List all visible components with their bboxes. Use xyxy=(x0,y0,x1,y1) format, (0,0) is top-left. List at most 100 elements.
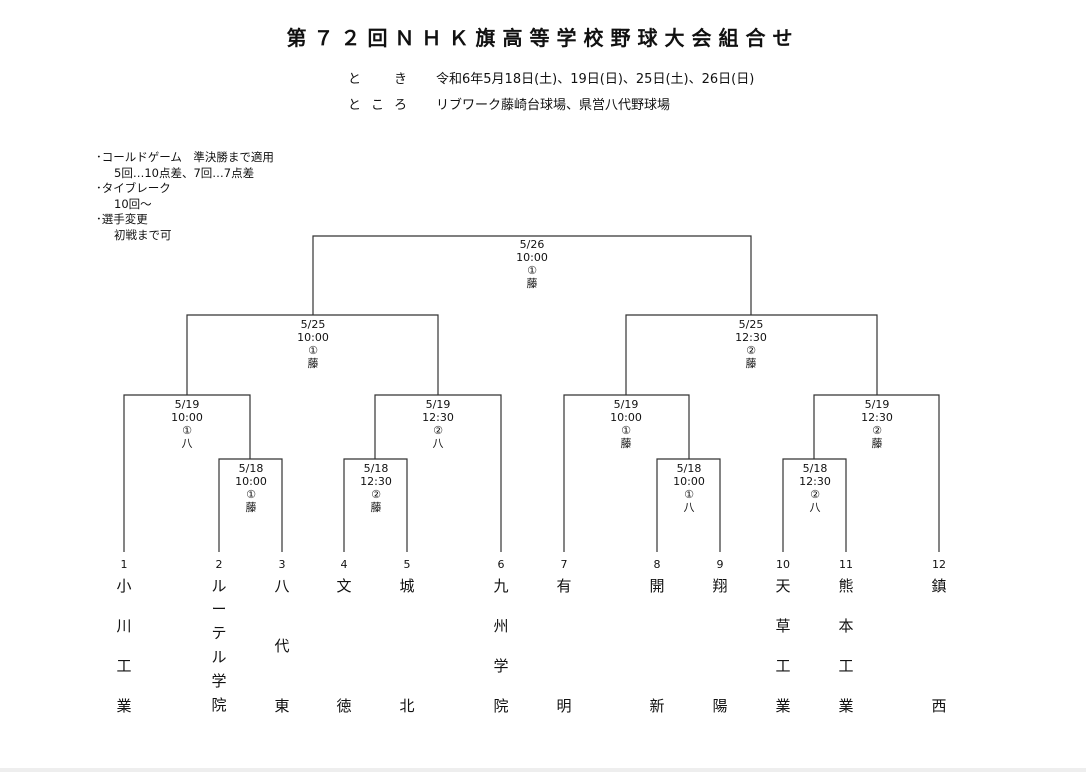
match-date: 5/18 xyxy=(676,462,702,475)
team-name-char: 東 xyxy=(274,697,290,715)
match-number: ① xyxy=(182,424,192,437)
team-name-char: 文 xyxy=(336,577,352,595)
team-entry: 6 九 州 学 院 xyxy=(481,558,521,715)
team-number: 1 xyxy=(120,558,128,571)
team-name-char: 天 xyxy=(775,577,791,595)
match-venue: 八 xyxy=(683,501,695,514)
team-name-char: 八 xyxy=(274,577,290,595)
rules-notes: ･コールドゲーム 準決勝まで適用 5回…10点差、7回…7点差 ･タイブレーク … xyxy=(96,150,274,243)
team-entry: 2 ル ー テ ル 学 院 xyxy=(199,558,239,714)
team-name-char: ル xyxy=(211,648,227,666)
team-name-char: ル xyxy=(211,577,227,595)
page-bottom-border xyxy=(0,768,1086,772)
match-r1-1: 5/18 10:00 ① 藤 xyxy=(211,462,291,514)
match-qf-2: 5/19 12:30 ② 八 xyxy=(398,398,478,450)
match-date: 5/26 xyxy=(519,238,545,251)
venue-row: ところ リブワーク藤崎台球場、県営八代野球場 xyxy=(348,94,948,113)
team-number: 7 xyxy=(560,558,568,571)
team-name-char: 代 xyxy=(274,637,290,655)
team-name-char: 川 xyxy=(116,617,132,635)
team-entry: 11 熊 本 工 業 xyxy=(826,558,866,715)
match-time: 10:00 xyxy=(297,331,329,344)
match-time: 10:00 xyxy=(516,251,548,264)
match-number: ① xyxy=(308,344,318,357)
team-name-char: 工 xyxy=(775,657,791,675)
team-name-char: 工 xyxy=(116,657,132,675)
bracket-line-qf-1 xyxy=(123,394,251,552)
match-time: 10:00 xyxy=(673,475,705,488)
match-number: ② xyxy=(433,424,443,437)
team-number: 5 xyxy=(403,558,411,571)
team-number: 4 xyxy=(340,558,348,571)
match-number: ② xyxy=(810,488,820,501)
team-name-char: 本 xyxy=(838,617,854,635)
match-time: 10:00 xyxy=(235,475,267,488)
match-number: ① xyxy=(246,488,256,501)
team-entry: 10 天 草 工 業 xyxy=(763,558,803,715)
team-name-char: テ xyxy=(211,624,227,642)
match-date: 5/18 xyxy=(802,462,828,475)
team-entry: 7 有 明 xyxy=(544,558,584,715)
match-venue: 藤 xyxy=(245,501,257,514)
match-sf-left: 5/25 10:00 ① 藤 xyxy=(273,318,353,370)
match-number: ② xyxy=(746,344,756,357)
match-venue: 藤 xyxy=(871,437,883,450)
team-name-char: 城 xyxy=(399,577,415,595)
match-time: 12:30 xyxy=(735,331,767,344)
team-name-char: 州 xyxy=(493,617,509,635)
match-sf-right: 5/25 12:30 ② 藤 xyxy=(711,318,791,370)
rule-line: 初戦まで可 xyxy=(114,227,172,242)
bracket-line-r1-2 xyxy=(343,458,408,552)
match-date: 5/25 xyxy=(738,318,764,331)
match-venue: 藤 xyxy=(307,357,319,370)
match-date: 5/18 xyxy=(363,462,389,475)
team-name-char: 有 xyxy=(556,577,572,595)
match-number: ① xyxy=(527,264,537,277)
match-qf-3: 5/19 10:00 ① 藤 xyxy=(586,398,666,450)
rule-line: ･選手変更 xyxy=(96,212,148,226)
team-name-char: 工 xyxy=(838,657,854,675)
team-name-char: 熊 xyxy=(838,577,854,595)
bracket-line-qf-3 xyxy=(563,394,690,552)
schedule-row: と き 令和6年5月18日(土)、19日(日)、25日(土)、26日(日) xyxy=(348,68,948,87)
team-name-char: ー xyxy=(211,600,227,618)
team-name-char: 学 xyxy=(493,657,509,675)
match-venue: 藤 xyxy=(526,277,538,290)
match-time: 12:30 xyxy=(360,475,392,488)
team-name-char: 陽 xyxy=(712,697,728,715)
team-number: 2 xyxy=(215,558,223,571)
team-entry: 3 八 代 東 xyxy=(262,558,302,715)
team-number: 3 xyxy=(278,558,286,571)
team-number: 8 xyxy=(653,558,661,571)
team-name-char: 業 xyxy=(838,697,854,715)
match-time: 12:30 xyxy=(799,475,831,488)
match-r1-2: 5/18 12:30 ② 藤 xyxy=(336,462,416,514)
team-name-char: 院 xyxy=(493,697,509,715)
bracket-line-final xyxy=(312,235,752,315)
rule-line: ･コールドゲーム 準決勝まで適用 xyxy=(96,150,274,164)
match-time: 12:30 xyxy=(861,411,893,424)
rule-line: 10回～ xyxy=(114,196,152,211)
team-entry: 8 開 新 xyxy=(637,558,677,715)
match-r1-4: 5/18 12:30 ② 八 xyxy=(775,462,855,514)
match-date: 5/19 xyxy=(425,398,451,411)
rule-line: ･タイブレーク xyxy=(96,181,171,195)
match-qf-4: 5/19 12:30 ② 藤 xyxy=(837,398,917,450)
match-date: 5/19 xyxy=(174,398,200,411)
page-title: 第７２回ＮＨＫ旗高等学校野球大会組合せ xyxy=(286,26,800,50)
team-number: 10 xyxy=(776,558,790,571)
schedule-label: と き xyxy=(348,72,418,87)
rule-line: 5回…10点差、7回…7点差 xyxy=(114,165,255,180)
venue-names: リブワーク藤崎台球場、県営八代野球場 xyxy=(436,98,671,113)
match-time: 10:00 xyxy=(610,411,642,424)
team-name-char: 開 xyxy=(649,577,665,595)
team-name-char: 九 xyxy=(493,577,509,595)
team-number: 6 xyxy=(497,558,505,571)
team-entry: 5 城 北 xyxy=(387,558,427,715)
match-time: 10:00 xyxy=(171,411,203,424)
match-date: 5/25 xyxy=(300,318,326,331)
team-number: 12 xyxy=(932,558,946,571)
bracket-line-sf-right xyxy=(625,314,878,395)
match-time: 12:30 xyxy=(422,411,454,424)
